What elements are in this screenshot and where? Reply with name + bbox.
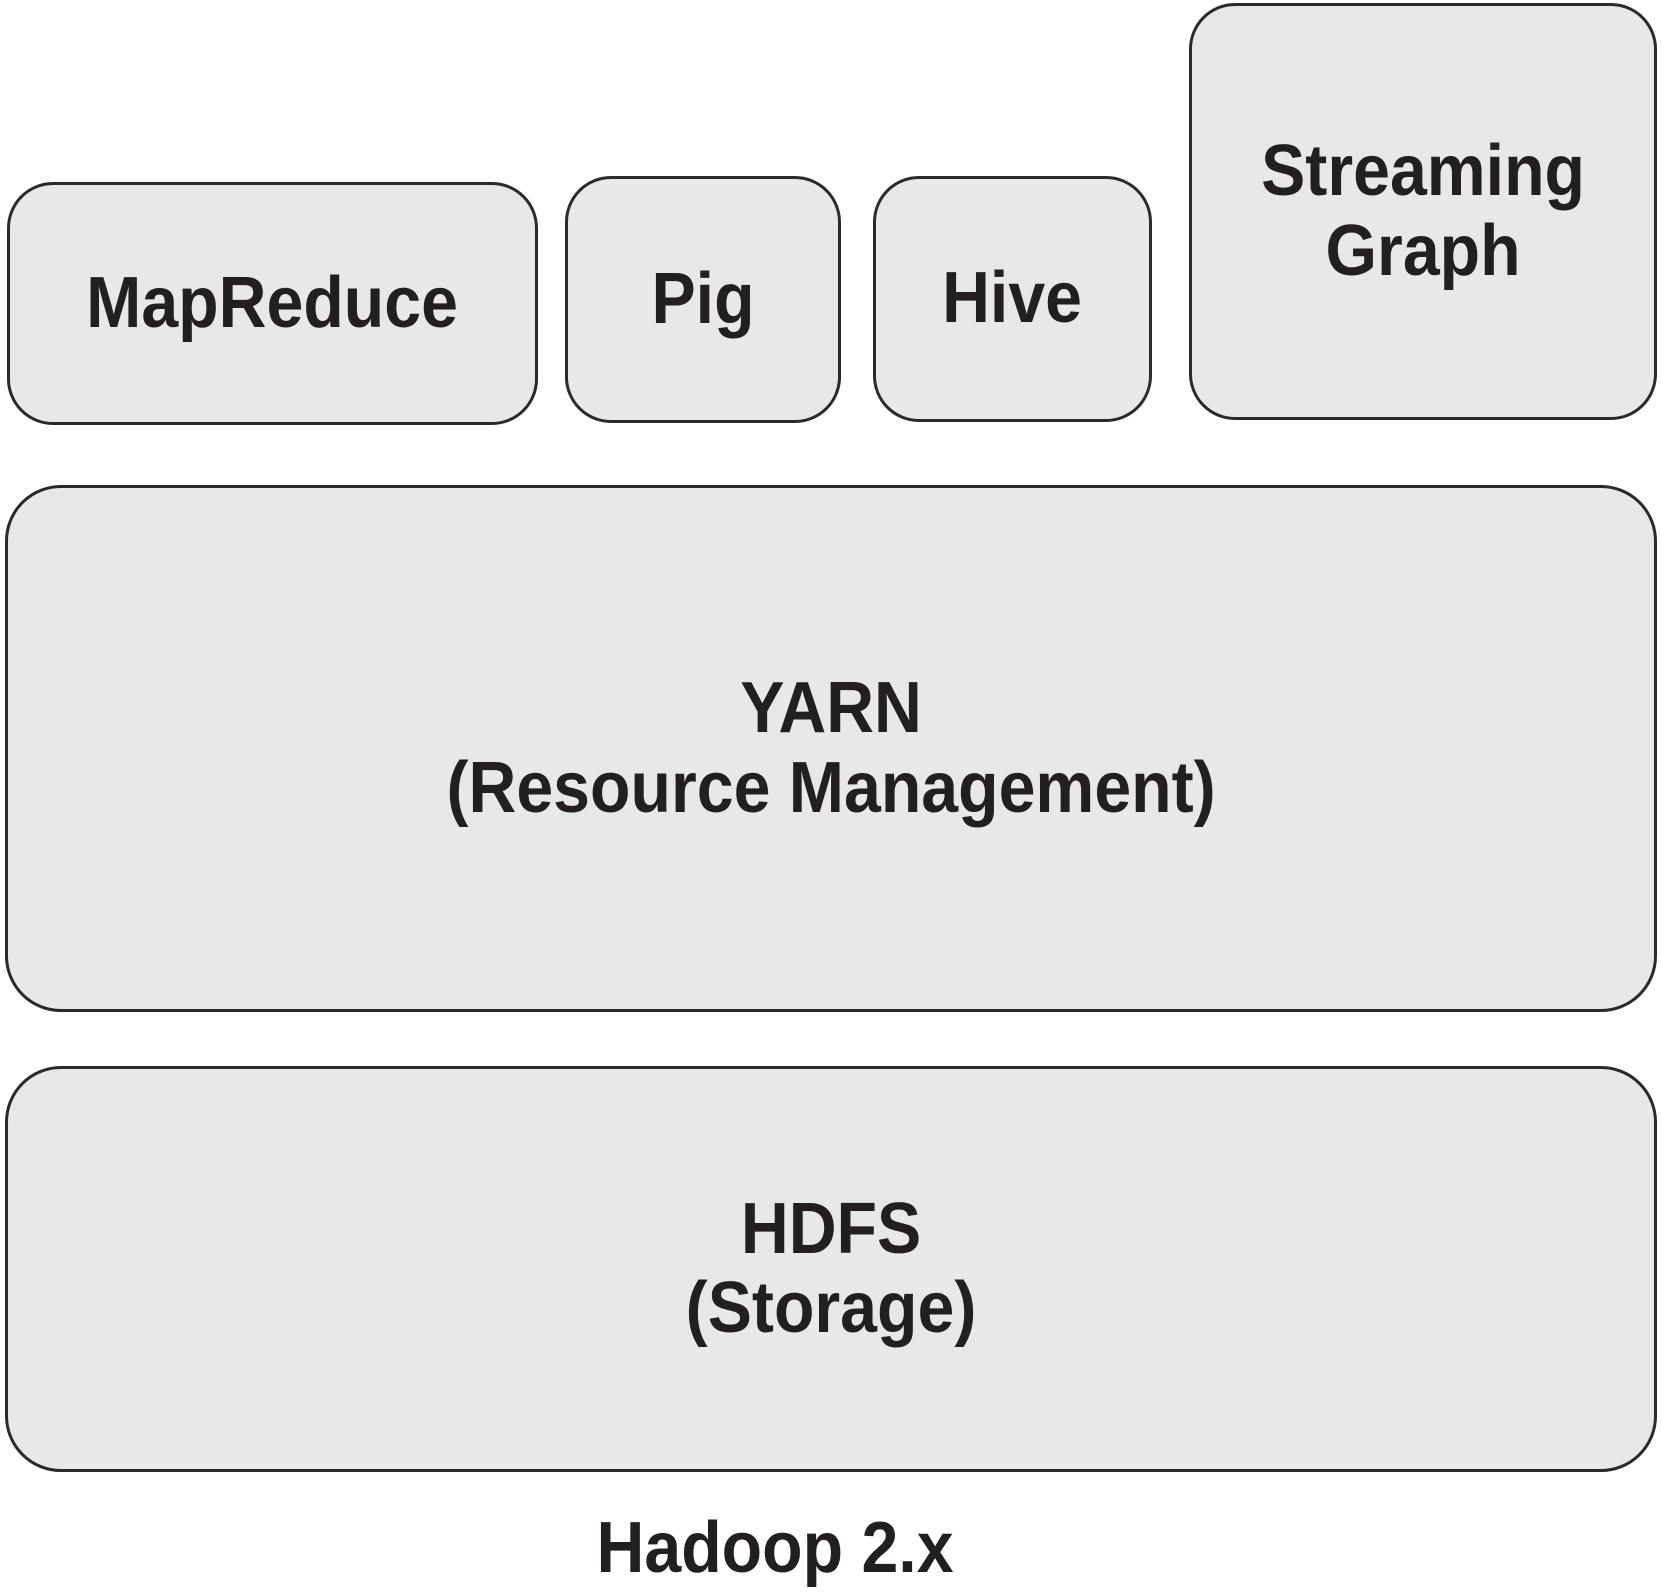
box-yarn: YARN (Resource Management) xyxy=(5,485,1657,1012)
box-mapreduce: MapReduce xyxy=(7,182,538,425)
streaming-graph-label: Streaming Graph xyxy=(1261,131,1585,291)
diagram-caption: Hadoop 2.x xyxy=(596,1508,954,1588)
hive-label: Hive xyxy=(942,258,1083,339)
mapreduce-label: MapReduce xyxy=(86,262,459,343)
hdfs-label-line2: (Storage) xyxy=(685,1268,977,1348)
streaming-graph-label-line2: Graph xyxy=(1325,210,1521,291)
hdfs-label: HDFS (Storage) xyxy=(685,1188,977,1348)
pig-label: Pig xyxy=(651,258,755,339)
box-hive: Hive xyxy=(873,176,1152,422)
diagram-caption-container: Hadoop 2.x xyxy=(0,1512,1550,1584)
yarn-label: YARN (Resource Management) xyxy=(446,668,1216,828)
box-pig: Pig xyxy=(565,176,841,423)
yarn-label-line2: (Resource Management) xyxy=(446,747,1216,828)
streaming-graph-label-line1: Streaming xyxy=(1261,131,1585,212)
hdfs-label-line1: HDFS xyxy=(740,1188,922,1269)
yarn-label-line1: YARN xyxy=(740,668,922,749)
box-hdfs: HDFS (Storage) xyxy=(5,1066,1657,1472)
box-streaming-graph: Streaming Graph xyxy=(1189,3,1657,420)
